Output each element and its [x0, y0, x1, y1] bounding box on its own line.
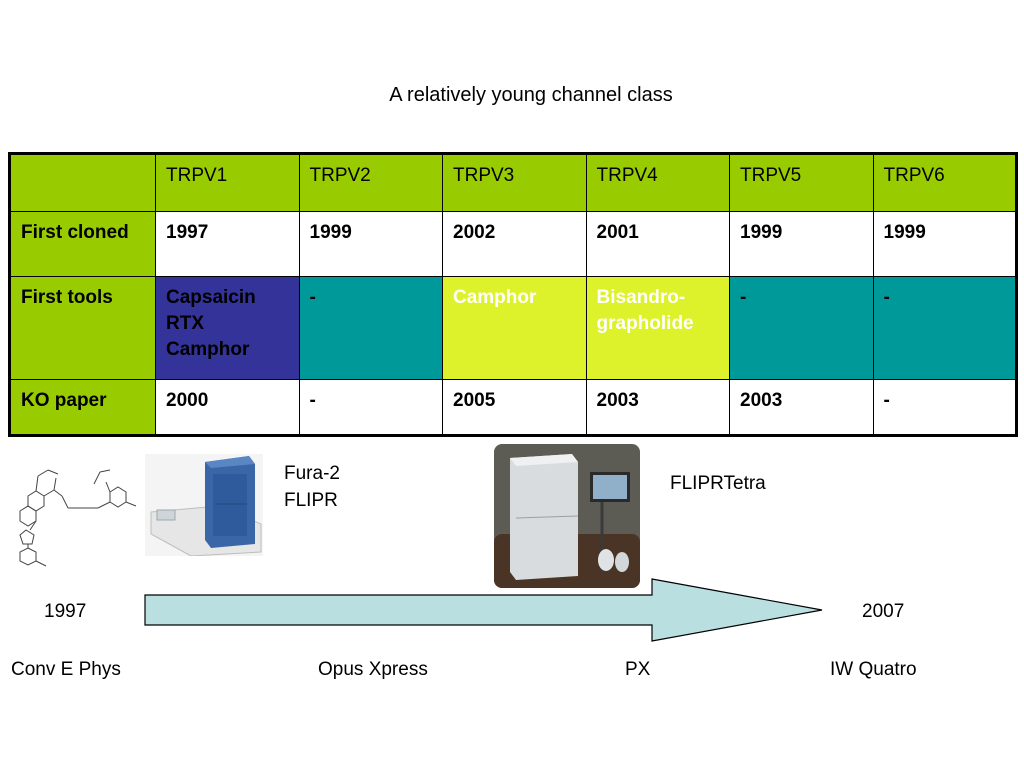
cell-cloned-trpv3: 2002	[442, 211, 587, 277]
header-cell-empty	[9, 153, 156, 212]
cell-cloned-trpv4: 2001	[585, 211, 730, 277]
table-row-first-tools: First tools Capsaicin RTX Camphor - Camp…	[9, 276, 1017, 380]
cell-cloned-trpv2: 1999	[298, 211, 443, 277]
row-label-ko-paper: KO paper	[9, 379, 156, 436]
cell-tools-trpv1: Capsaicin RTX Camphor	[155, 276, 300, 380]
trpv-table: TRPV1 TRPV2 TRPV3 TRPV4 TRPV5 TRPV6 Firs…	[8, 152, 1018, 437]
timeline-label-opus-xpress: Opus Xpress	[318, 659, 428, 680]
flipr-label: FLIPR	[284, 490, 338, 511]
cell-tools-trpv4: Bisandro- grapholide	[585, 276, 730, 380]
cell-tools-trpv2: -	[298, 276, 443, 380]
table-row-ko-paper: KO paper 2000 - 2005 2003 2003 -	[9, 379, 1017, 436]
row-label-first-cloned: First cloned	[9, 211, 156, 277]
timeline-label-px: PX	[625, 659, 651, 680]
cell-ko-trpv1: 2000	[155, 379, 300, 436]
cell-ko-trpv5: 2003	[729, 379, 874, 436]
cell-tools-trpv3: Camphor	[442, 276, 587, 380]
cell-cloned-trpv1: 1997	[155, 211, 300, 277]
cell-tools-trpv5: -	[729, 276, 874, 380]
timeline-label-iw-quatro: IW Quatro	[830, 659, 917, 680]
timeline-label-conv-e-phys: Conv E Phys	[11, 659, 121, 680]
timeline-start-year: 1997	[44, 601, 87, 622]
tool-name: -	[883, 287, 890, 308]
header-cell-trpv3: TRPV3	[442, 153, 587, 212]
flipr-instrument-image	[145, 454, 263, 556]
fura2-label: Fura-2	[284, 463, 340, 484]
cell-cloned-trpv5: 1999	[729, 211, 874, 277]
cell-ko-trpv6: -	[872, 379, 1017, 436]
table-header-row: TRPV1 TRPV2 TRPV3 TRPV4 TRPV5 TRPV6	[9, 153, 1017, 212]
header-cell-trpv1: TRPV1	[155, 153, 300, 212]
header-cell-trpv6: TRPV6	[872, 153, 1017, 212]
timeline-arrow	[144, 578, 824, 642]
header-cell-trpv4: TRPV4	[585, 153, 730, 212]
tool-name: Camphor	[166, 339, 250, 360]
cell-ko-trpv4: 2003	[585, 379, 730, 436]
cell-ko-trpv3: 2005	[442, 379, 587, 436]
tool-name: -	[309, 287, 316, 308]
fliprtetra-label: FLIPRTetra	[670, 473, 766, 494]
tool-name: Bisandro-	[596, 287, 686, 308]
cell-tools-trpv6: -	[872, 276, 1017, 380]
tool-name: -	[740, 287, 747, 308]
tool-name: Camphor	[453, 287, 537, 308]
tool-name: RTX	[166, 313, 204, 334]
header-cell-trpv2: TRPV2	[298, 153, 443, 212]
table-row-first-cloned: First cloned 1997 1999 2002 2001 1999 19…	[9, 211, 1017, 277]
row-label-first-tools: First tools	[9, 276, 156, 380]
fura2-structure-image	[14, 462, 138, 570]
cell-cloned-trpv6: 1999	[872, 211, 1017, 277]
header-cell-trpv5: TRPV5	[729, 153, 874, 212]
cell-ko-trpv2: -	[298, 379, 443, 436]
timeline-end-year: 2007	[862, 601, 905, 622]
tool-name: Capsaicin	[166, 287, 256, 308]
fliprtetra-instrument-image	[494, 444, 640, 588]
tool-name: grapholide	[596, 313, 694, 334]
slide-title: A relatively young channel class	[389, 84, 673, 106]
